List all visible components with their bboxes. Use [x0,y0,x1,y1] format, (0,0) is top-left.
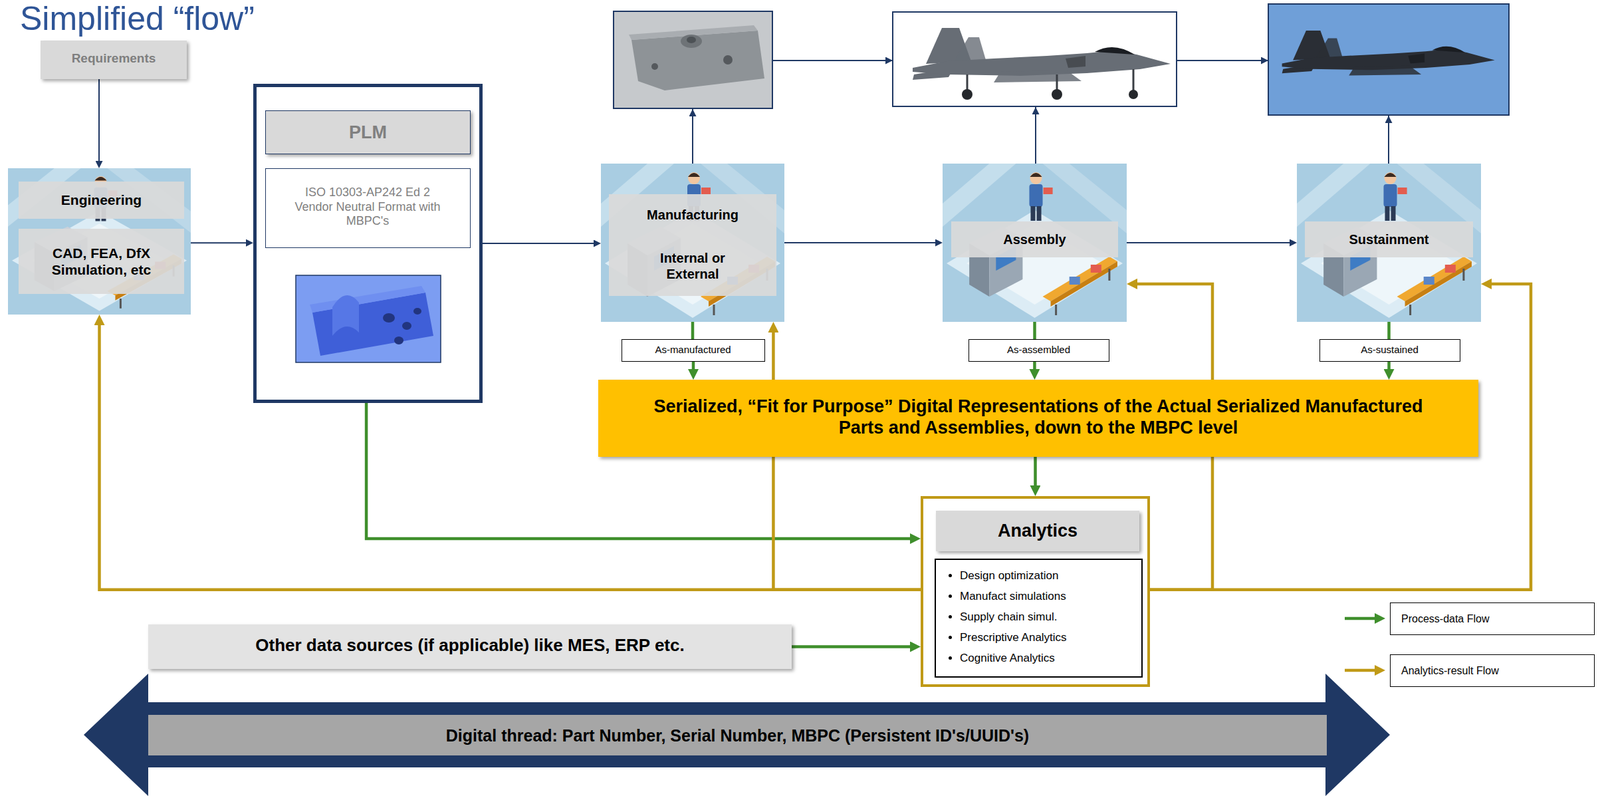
process-data-connector [691,321,695,340]
bullet-list: Design optimizationManufact simulationsS… [935,559,1142,671]
state-label-box: As-assembled [968,339,1110,362]
node-text: Analytics [997,519,1078,542]
process-data-connector [1032,321,1037,340]
flow-connector [482,242,594,244]
data-source-box: Other data sources (if applicable) like … [148,624,792,669]
text-box: CAD, FEA, DfX Simulation, etc [18,228,185,294]
node-text: Manufacturing [646,206,739,223]
analytics-result-connector [773,332,921,590]
sustainment-illustration [1296,163,1482,322]
text-box: ISO 10303-AP242 Ed 2 Vendor Neutral Form… [265,168,470,246]
text-box: As-assembled [969,339,1109,359]
plm-frame-ground [253,83,483,403]
analytics-item: Cognitive Analytics [959,647,1137,669]
text-box: Manufacturing [608,194,777,236]
flow-connector [784,241,936,244]
plm-frame: PLM ISO 10303-AP242 Ed 2 Vendor Neutral F… [253,83,483,403]
engineering-illustration [7,168,191,315]
text-box: Other data sources (if applicable) like … [148,624,792,667]
text-box: PLM [265,110,471,155]
state-label-box: As-manufactured [621,339,766,362]
node-text: Other data sources (if applicable) like … [255,634,685,656]
node-text: ISO 10303-AP242 Ed 2 Vendor Neutral Form… [293,185,443,229]
node-text: Sustainment [1348,231,1429,248]
text-box: Serialized, “Fit for Purpose” Digital Re… [598,379,1479,455]
analytics-result-connector [99,325,922,590]
sustainment-tile: Sustainment [1296,163,1482,322]
process-data-connector [1033,456,1037,486]
process-data-connector [1032,361,1037,369]
text-box: Analytics [935,510,1140,552]
analytics-list-box: Design optimizationManufact simulationsS… [934,558,1143,678]
process-data-connector [1387,361,1391,369]
engineering-tile: EngineeringCAD, FEA, DfX Simulation, etc [7,168,191,315]
legend-box: Analytics-result Flow [1389,654,1595,687]
format-box: ISO 10303-AP242 Ed 2 Vendor Neutral Form… [265,168,471,248]
node-text: As-sustained [1360,343,1419,356]
page-title: Simplified “flow” [19,1,255,37]
cad-part-render [295,275,441,363]
node-text: Requirements [71,51,157,67]
aircraft-in-flight-photo [1268,3,1509,115]
manufacturing-tile: ManufacturingInternal or External [600,163,785,322]
process-data-connector [691,361,696,369]
aircraft-photo [892,11,1177,107]
text-box: Requirements [40,40,187,77]
text-box: Engineering [18,181,185,219]
requirements-box: Requirements [40,40,187,80]
text-box: Assembly [951,221,1119,258]
text-box: As-sustained [1320,339,1460,359]
legend-text: Process-data Flow [1401,612,1490,625]
node-text: CAD, FEA, DfX Simulation, etc [18,244,185,278]
node-text: Engineering [61,191,142,209]
analytics-frame: AnalyticsDesign optimizationManufact sim… [920,495,1150,687]
state-label-box: As-sustained [1319,339,1461,362]
text-box: Digital thread: Part Number, Serial Numb… [148,714,1327,756]
digital-twin-banner: Serialized, “Fit for Purpose” Digital Re… [598,379,1479,457]
process-data-connector [1387,321,1391,340]
text-box: As-manufactured [622,339,764,359]
node-text: As-manufactured [654,343,731,356]
double-arrow-outline [83,673,1390,796]
digital-thread-arrow: Digital thread: Part Number, Serial Numb… [83,673,1390,796]
assembly-illustration [942,163,1127,322]
legend-box: Process-data Flow [1389,602,1595,635]
node-text: PLM [348,121,387,143]
product-flow-arrows [692,60,1389,164]
node-text: Assembly [1003,231,1067,248]
node-text: Serialized, “Fit for Purpose” Digital Re… [646,395,1431,439]
text-box: Internal or External [608,235,777,296]
flow-connector [1126,241,1290,244]
manufacturing-illustration [600,163,785,322]
analytics-item: Design optimization [959,565,1137,586]
node-text: Digital thread: Part Number, Serial Numb… [446,725,1029,746]
process-data-connector [791,644,911,649]
part-photo [613,11,773,109]
legend-samples [1344,618,1375,671]
assembly-tile: Assembly [942,163,1127,322]
analytics-item: Manufact simulations [959,585,1137,607]
flow-connector [98,79,100,161]
node-text: As-assembled [1007,343,1071,356]
flow-connector [190,241,246,244]
analytics-item: Supply chain simul. [959,606,1137,627]
node-text: Internal or External [642,249,743,282]
text-box: Sustainment [1304,221,1474,258]
analytics-item: Prescriptive Analytics [959,626,1137,648]
legend-text: Analytics-result Flow [1401,664,1499,677]
